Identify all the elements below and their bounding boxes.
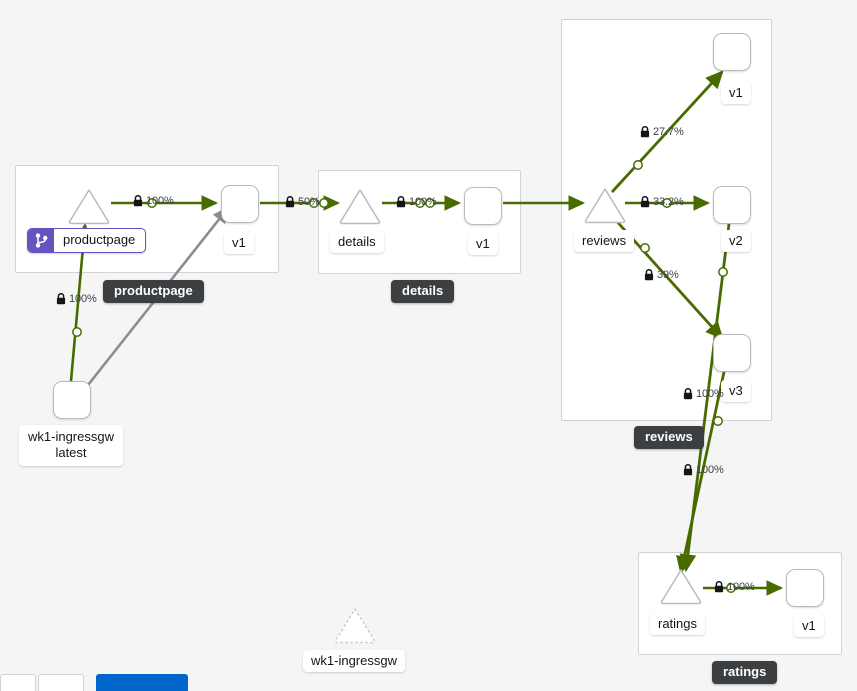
node-label-line2: latest [55, 445, 87, 460]
node-label-reviews-v1: v1 [721, 82, 751, 104]
triangle-icon [660, 569, 702, 605]
node-label-details: details [330, 231, 384, 253]
triangle-icon [68, 189, 110, 225]
edge-midpoint-marker [713, 416, 723, 426]
node-label-line1: wk1-ingressgw [28, 429, 114, 444]
edge-midpoint-marker [662, 198, 672, 208]
edge-midpoint-marker [718, 267, 728, 277]
workload-node-wk1-ingressgw[interactable] [53, 381, 91, 419]
node-label-reviews: reviews [574, 230, 635, 252]
node-label-productpage-v1: v1 [224, 232, 254, 254]
workload-node-reviews-v2[interactable] [713, 186, 751, 224]
service-node-productpage[interactable] [67, 187, 111, 225]
node-label-wk1-ingressgw: wk1-ingressgw latest [19, 425, 123, 466]
node-label-ratings-v1: v1 [794, 615, 824, 637]
triangle-icon [334, 608, 376, 644]
node-label-ratings: ratings [650, 613, 706, 635]
workload-node-productpage-v1[interactable] [221, 185, 259, 223]
workload-node-reviews-v3[interactable] [713, 334, 751, 372]
fit-view-button[interactable] [38, 674, 84, 691]
node-label-text: productpage [63, 232, 136, 247]
node-label-productpage: productpage [27, 228, 147, 253]
group-badge-details[interactable]: details [391, 280, 455, 303]
triangle-icon [584, 188, 626, 224]
zoom-out-button[interactable] [0, 674, 36, 691]
node-label-wk1-ingressgw-idle: wk1-ingressgw [303, 650, 405, 672]
service-node-ratings[interactable] [659, 567, 703, 605]
edge-midpoint-marker [415, 198, 425, 208]
bottom-toolbar[interactable] [0, 674, 857, 691]
node-label-details-v1: v1 [468, 233, 498, 255]
group-badge-productpage[interactable]: productpage [103, 280, 204, 303]
edge-reviews-svc-to-v1[interactable] [610, 70, 724, 193]
edge-midpoint-marker [319, 198, 329, 208]
service-node-details[interactable] [338, 187, 382, 225]
code-branch-icon [28, 229, 54, 252]
node-label-reviews-v3: v3 [721, 380, 751, 402]
triangle-icon [339, 189, 381, 225]
node-label-reviews-v2: v2 [721, 230, 751, 252]
primary-action-button[interactable] [96, 674, 188, 691]
edge-midpoint-marker [633, 160, 643, 170]
workload-node-details-v1[interactable] [464, 187, 502, 225]
edge-midpoint-marker [640, 243, 650, 253]
edge-midpoint-marker [726, 583, 736, 593]
service-node-wk1-ingressgw-idle[interactable] [333, 606, 377, 644]
service-node-reviews[interactable] [583, 186, 627, 224]
workload-node-ratings-v1[interactable] [786, 569, 824, 607]
workload-node-reviews-v1[interactable] [713, 33, 751, 71]
edge-midpoint-marker [147, 198, 157, 208]
edge-midpoint-marker [72, 327, 82, 337]
edge-midpoint-marker [309, 198, 319, 208]
edge-reviews-v3-to-ratings-svc[interactable] [676, 371, 726, 575]
group-badge-reviews[interactable]: reviews [634, 426, 704, 449]
edge-midpoint-marker [425, 198, 435, 208]
group-badge-ratings[interactable]: ratings [712, 661, 778, 684]
